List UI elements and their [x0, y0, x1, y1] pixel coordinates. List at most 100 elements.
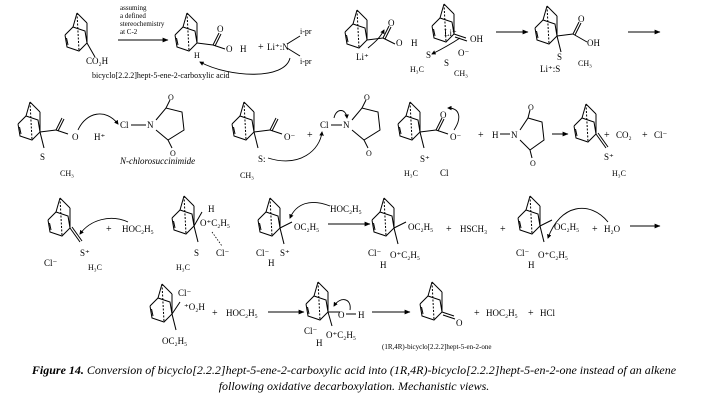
row-3: Cl⁻ S⁺ H₃C + HOC₂H₅ H O⁺C₂H₅ S H₃C Cl⁻ O… [44, 195, 661, 272]
ncs-o-top: O [168, 93, 174, 102]
row2-n-b: N [343, 120, 350, 130]
row3-plus-d: + [446, 224, 452, 235]
row3-ethanol-attack-arrow [79, 218, 129, 235]
row3-adduct-structure-b [171, 195, 203, 243]
lithium-carboxylate-structure [344, 9, 396, 49]
deprotonation-curly-arrow [199, 57, 291, 75]
row3-b-h: H [208, 204, 215, 214]
row-1: CO₂H assuming a defined stereochemistry … [64, 3, 661, 80]
row3-oxonium-structure-e [517, 195, 553, 243]
row2-cl-minus: Cl⁻ [654, 130, 668, 140]
row3-b-s: S [194, 248, 199, 258]
row2-succinimide-o-top: O [528, 103, 534, 112]
row2-c-s-plus: S⁺ [420, 154, 430, 164]
row3-water-attack-arrow [547, 207, 609, 239]
row3-d-h: H [380, 260, 387, 270]
ncs-n-label: N [147, 120, 154, 130]
enolate-curly-arrow-1 [367, 29, 385, 49]
row3-b-oxonium: O⁺C₂H₅ [200, 218, 230, 228]
row4-plus-c: + [474, 308, 480, 319]
row4-collapse-arrow [333, 299, 351, 311]
sulfenyl-ch3-label: CH₃ [578, 59, 592, 68]
sulfenyl-s-label: S [557, 52, 562, 62]
row3-e-cl-minus: Cl⁻ [516, 248, 530, 258]
row3-thionium-structure [47, 197, 83, 243]
co2h-label: CO₂H [86, 56, 109, 66]
row4-plus-a: + [212, 308, 218, 319]
enol-oh-label: OH [470, 34, 483, 44]
carbonyl-o-label: O [217, 24, 224, 34]
row2-succinimide-h: H [492, 130, 499, 140]
row3-d-oc2h5: OC₂H₅ [408, 222, 433, 232]
row3-b-h3c: H₃C [176, 263, 190, 272]
row4-a-cl-minus: Cl⁻ [178, 288, 192, 298]
row3-c-s-plus: S⁺ [280, 248, 290, 258]
row2-acid-structure [17, 101, 69, 149]
row2-plus-e: + [604, 130, 610, 141]
row3-d-oxonium: O⁺C₂H₅ [390, 250, 420, 260]
product-name-label: (1R,4R)-bicyclo[2.2.2]hept-5-en-2-one [382, 343, 491, 351]
row2-decarboxylation-arrow [447, 105, 460, 131]
disulfide-s2-label: S [444, 58, 449, 68]
figure-caption-text: Conversion of bicyclo[2.2.2]hept-5-ene-2… [86, 363, 677, 393]
row2-c-h3c: H₃C [404, 169, 418, 178]
row3-h3c-a: H₃C [88, 263, 102, 272]
row3-adduct-structure-c [257, 197, 293, 245]
carboxylate-o: O [396, 38, 403, 48]
row3-e-oc2h5: OC₂H₅ [554, 222, 579, 232]
row2-c-carbonyl-o: O [440, 110, 447, 120]
figure-caption: Figure 14. Conversion of bicyclo[2.2.2]h… [14, 362, 694, 394]
ipr-top-label: i-pr [300, 27, 312, 36]
enolate-li-label: Li⁺ [444, 28, 457, 38]
lithium-amide-label: Li⁺:N [267, 42, 289, 52]
stereo-note-line-4: at C-2 [120, 28, 138, 36]
row3-c-oc2h5: OC₂H₅ [294, 222, 319, 232]
row3-hsch3: HSCH₃ [460, 224, 487, 234]
row3-b-cl-minus: Cl⁻ [216, 248, 230, 258]
row3-h2o: H₂O [604, 224, 621, 234]
row4-b-oxonium: O⁺C₂H₅ [326, 330, 356, 340]
row2-c-cl: Cl [440, 168, 449, 178]
starting-acid-structure [64, 12, 96, 58]
row4-b-o: O [338, 310, 345, 320]
row2-s-label: S [40, 152, 45, 162]
row4-hoc2h5-a: HOC₂H₅ [226, 308, 258, 318]
lithium-enolate-structure [431, 3, 468, 43]
row4-hoc2h5-c: HOC₂H₅ [486, 308, 518, 318]
disulfide-s1-label: S [426, 50, 431, 60]
row2-e-h3c: H₃C [612, 169, 626, 178]
acid-h-label: H [240, 44, 247, 54]
row3-c-cl-minus: Cl⁻ [256, 248, 270, 258]
row3-c-hoc2h5: HOC₂H₅ [330, 204, 362, 214]
row2-s-attack-arrow [267, 131, 324, 162]
carboxylate-carbonyl-o: O [388, 18, 395, 28]
ncs-o-bottom: O [170, 149, 176, 158]
row2-proton-curly-arrow [77, 113, 119, 131]
row4-hcl: HCl [540, 308, 556, 318]
disulfide-ch3-left: H₃C [410, 65, 424, 74]
lithium-label-1: Li⁺ [356, 52, 369, 62]
sulfenyl-acid-oh: OH [587, 38, 600, 48]
row2-c-o-minus: O⁻ [450, 132, 461, 142]
stereo-note-line-3: stereochemistry [120, 20, 165, 28]
row2-ch3-b: CH₃ [240, 171, 254, 180]
row3-c-proton-arrow [289, 202, 331, 219]
ketone-product-structure [419, 281, 456, 321]
row3-plus-e: + [592, 224, 598, 235]
sulfenyl-acid-carbonyl-o: O [578, 14, 585, 24]
row3-e-h: H [528, 260, 535, 270]
row3-d-cl-minus: Cl⁻ [368, 248, 382, 258]
row2-h-plus: H⁺ [94, 132, 105, 142]
row2-ch3-label: CH₃ [60, 169, 74, 178]
row2-nccl-arrow [333, 110, 349, 119]
ncs-cl-label: Cl [120, 120, 129, 130]
row2-plus-c: + [478, 130, 484, 141]
sulfenylation-curly-arrow [431, 37, 461, 55]
figure-label: Figure 14. [31, 363, 84, 377]
row4-c-ketone-o: O [456, 318, 463, 328]
row3-hoc2h5-a: HOC₂H₅ [122, 224, 154, 234]
row3-e-oxonium: O⁺C₂H₅ [538, 250, 568, 260]
row2-cl-b: Cl [320, 120, 329, 130]
enolate-o-minus-label: O⁻ [458, 48, 469, 58]
stereo-note-line-2: a defined [120, 12, 146, 20]
